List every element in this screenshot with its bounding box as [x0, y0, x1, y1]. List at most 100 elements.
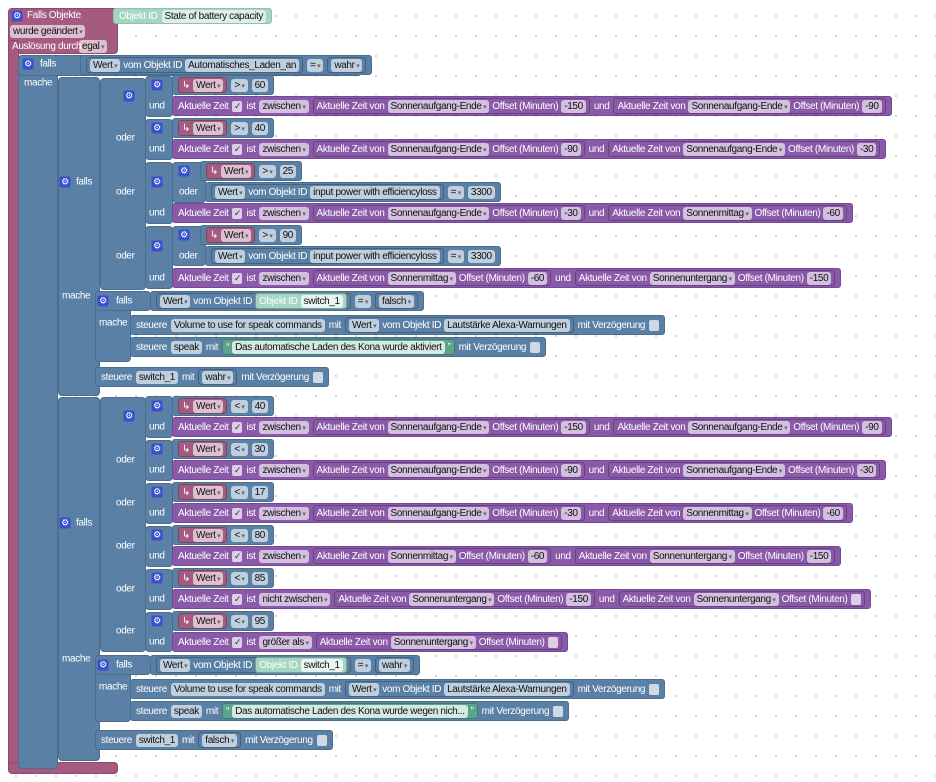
dropdown-field[interactable]: Sonnenmittag [387, 271, 456, 285]
dropdown-field[interactable]: Wert [348, 682, 380, 696]
text-field[interactable]: Lautstärke Alexa-Warnungen [444, 318, 570, 332]
dropdown-field[interactable]: Wert [160, 658, 191, 672]
gear-icon[interactable]: ⚙ [97, 295, 109, 307]
checkbox-checked[interactable]: ✓ [232, 207, 243, 219]
dropdown-field[interactable]: Sonnenaufgang-Ende [387, 99, 490, 113]
number-field[interactable]: -150 [561, 420, 586, 434]
purple-value-block[interactable]: Aktuelle Zeit vonSonnenaufgang-EndeOffse… [613, 419, 886, 435]
dropdown-field[interactable]: Sonnenaufgang-Ende [387, 463, 490, 477]
dropdown-field[interactable]: Wert [193, 442, 224, 456]
object-id-value[interactable]: State of battery capacity [161, 9, 267, 23]
dropdown-field[interactable]: zwischen [259, 506, 309, 520]
number-field[interactable]: 3300 [467, 249, 495, 263]
purple-value-block[interactable]: Aktuelle Zeit vonSonnenuntergangOffset (… [315, 634, 562, 650]
green-value-block[interactable]: “Das automatische Laden des Kona wurde w… [222, 703, 478, 719]
gear-icon[interactable]: ⚙ [178, 165, 190, 177]
dropdown-field[interactable]: falsch [379, 294, 414, 308]
blue-value-block[interactable]: wahr [327, 57, 367, 73]
purple-value-block[interactable]: Aktuelle Zeit vonSonnenaufgang-EndeOffse… [608, 462, 881, 478]
text-field[interactable]: switch_1 [135, 370, 179, 384]
block-row[interactable]: ↳Wert<40 [172, 396, 275, 416]
dropdown-field[interactable]: Wert [193, 399, 224, 413]
checkbox-empty[interactable] [530, 341, 541, 353]
text-field[interactable]: input power with efficiencyloss [310, 185, 440, 199]
block-row[interactable]: Wertvom Objekt IDAutomatisches_Laden_an=… [80, 55, 373, 75]
and-block[interactable] [145, 162, 173, 224]
checkbox-empty[interactable] [850, 593, 861, 605]
pink-value-block[interactable]: ↳Wert [178, 613, 228, 629]
dropdown-field[interactable]: zwischen [259, 142, 309, 156]
block-row[interactable]: Aktuelle Zeit✓istzwischenAktuelle Zeit v… [172, 268, 842, 288]
dropdown-field[interactable]: Wert [221, 164, 252, 178]
dropdown-field[interactable]: > [231, 78, 248, 92]
dropdown-field[interactable]: < [231, 528, 248, 542]
checkbox-checked[interactable]: ✓ [232, 100, 243, 112]
checkbox-checked[interactable]: ✓ [232, 636, 243, 648]
text-field[interactable]: Lautstärke Alexa-Warnungen [444, 682, 570, 696]
gear-icon[interactable]: ⚙ [151, 122, 163, 134]
dropdown-field[interactable]: Sonnenaufgang-Ende [387, 420, 490, 434]
number-field[interactable]: -60 [823, 506, 843, 520]
gear-icon[interactable]: ⚙ [151, 400, 163, 412]
checkbox-empty[interactable] [547, 636, 558, 648]
text-field[interactable]: Volume to use for speak commands [170, 318, 325, 332]
dropdown-field[interactable]: wahr [379, 658, 411, 672]
dropdown-field[interactable]: Sonnenuntergang [409, 592, 495, 606]
block-row[interactable]: ↳Wert>90 [200, 225, 303, 245]
number-field[interactable]: -60 [527, 271, 548, 285]
gear-icon[interactable]: ⚙ [59, 176, 71, 188]
if-block-charge-off[interactable] [58, 397, 100, 761]
number-field[interactable]: -150 [806, 549, 832, 563]
dropdown-field[interactable]: Wert [193, 614, 224, 628]
dropdown-field[interactable]: Wert [221, 228, 252, 242]
pink-value-block[interactable]: ↳Wert [178, 441, 228, 457]
purple-value-block[interactable]: Aktuelle Zeit vonSonnenmittagOffset (Min… [312, 548, 552, 564]
dropdown-field[interactable]: > [231, 121, 248, 135]
dropdown-field[interactable]: = [447, 249, 464, 263]
number-field[interactable]: 30 [251, 442, 269, 456]
checkbox-empty[interactable] [649, 683, 660, 695]
text-field[interactable]: speak [170, 340, 202, 354]
gear-icon[interactable]: ⚙ [123, 90, 135, 102]
dropdown-field[interactable]: zwischen [259, 271, 309, 285]
block-row[interactable]: ↳Wert>25 [200, 161, 303, 181]
number-field[interactable]: 85 [251, 571, 269, 585]
dropdown-field[interactable]: < [231, 614, 248, 628]
gear-icon[interactable]: ⚙ [151, 79, 163, 91]
event-dropdown[interactable]: wurde geändert [10, 25, 86, 38]
purple-value-block[interactable]: Aktuelle Zeit vonSonnenmittagOffset (Min… [608, 505, 847, 521]
checkbox-empty[interactable] [316, 734, 327, 746]
dropdown-field[interactable]: Wert [193, 528, 224, 542]
purple-value-block[interactable]: Aktuelle Zeit vonSonnenaufgang-EndeOffse… [312, 205, 585, 221]
number-field[interactable]: -150 [561, 99, 586, 113]
if-block-charge-on[interactable] [58, 77, 100, 396]
purple-value-block[interactable]: Aktuelle Zeit vonSonnenmittagOffset (Min… [608, 205, 847, 221]
gear-icon[interactable]: ⚙ [151, 529, 163, 541]
block-row[interactable]: Aktuelle Zeit✓istzwischenAktuelle Zeit v… [172, 96, 892, 116]
number-field[interactable]: -90 [561, 142, 581, 156]
gear-icon[interactable]: ⚙ [97, 659, 109, 671]
green-value-block[interactable]: “Das automatische Laden des Kona wurde a… [222, 339, 455, 355]
dropdown-field[interactable]: Sonnenuntergang [693, 592, 779, 606]
checkbox-checked[interactable]: ✓ [232, 143, 243, 155]
dropdown-field[interactable]: wahr [202, 370, 234, 384]
gear-icon[interactable]: ⚙ [151, 615, 163, 627]
gear-icon[interactable]: ⚙ [151, 176, 163, 188]
gear-icon[interactable]: ⚙ [11, 10, 23, 22]
number-field[interactable]: -30 [561, 206, 581, 220]
purple-value-block[interactable]: Aktuelle Zeit vonSonnenuntergangOffset (… [574, 548, 836, 564]
number-field[interactable]: 40 [251, 121, 269, 135]
text-field[interactable]: Das automatische Laden des Kona wurde ak… [232, 340, 445, 354]
number-field[interactable]: 80 [251, 528, 269, 542]
purple-value-block[interactable]: Aktuelle Zeit vonSonnenaufgang-EndeOffse… [613, 98, 886, 114]
gear-icon[interactable]: ⚙ [123, 410, 135, 422]
if-block-automatisches-laden[interactable] [18, 55, 58, 769]
dropdown-field[interactable]: Sonnenaufgang-Ende [387, 506, 490, 520]
checkbox-checked[interactable]: ✓ [232, 272, 243, 284]
purple-value-block[interactable]: Aktuelle Zeit vonSonnenuntergangOffset (… [574, 270, 836, 286]
